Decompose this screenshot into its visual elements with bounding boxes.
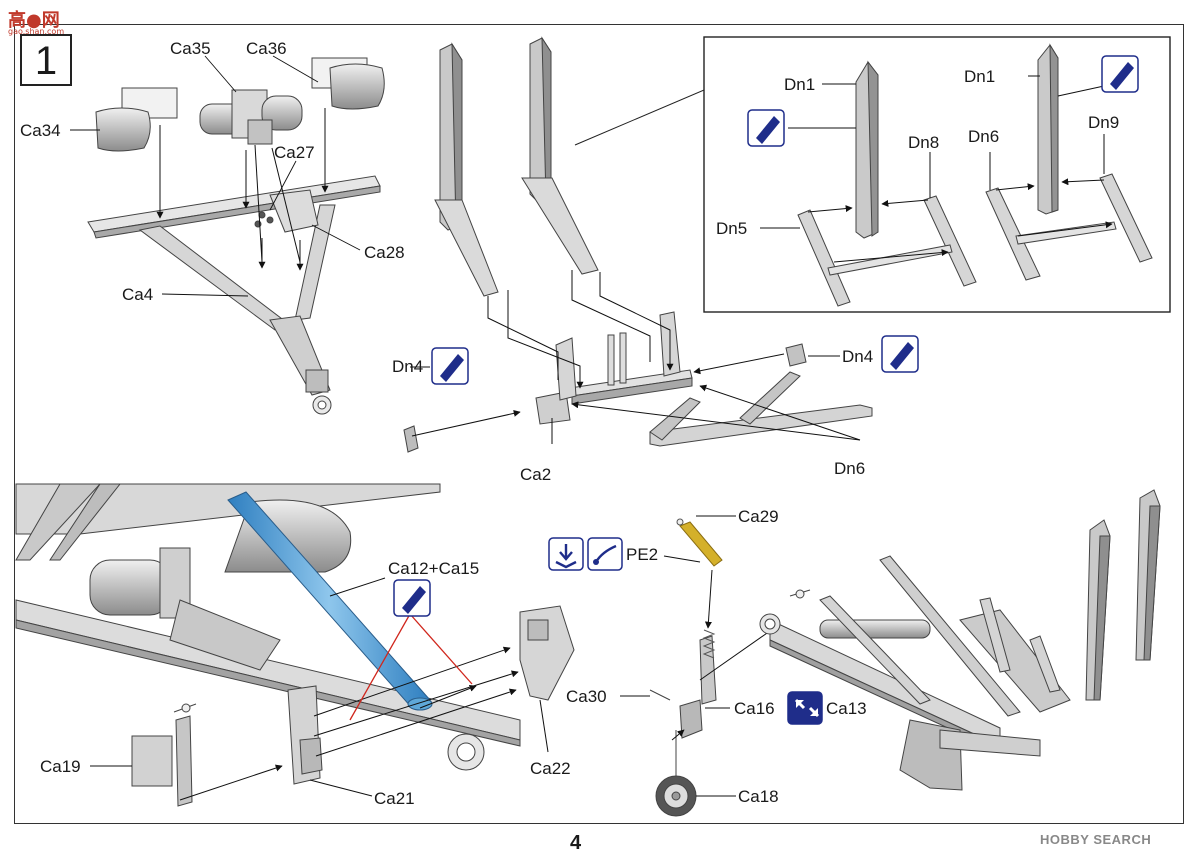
fold-down-icon [548,537,584,571]
bend-icon [587,537,623,571]
chassis-closeup [15,483,521,771]
label-ca29: Ca29 [738,507,779,526]
label-pe2: PE2 [626,545,658,564]
fork-arm-left [434,42,499,297]
bracket-ca22 [519,605,575,701]
bottom-left-guides [90,577,549,801]
label-ca27: Ca27 [274,143,315,162]
bracket-dn4-right [785,343,807,367]
watermark-subtext: gao.shan.com [8,27,65,36]
label-dn5: Dn5 [716,219,747,238]
label-ca18: Ca18 [738,787,779,806]
bracket-ca21 [287,685,323,785]
label-ca12-ca15: Ca12+Ca15 [388,559,479,578]
label-dn9: Dn9 [1088,113,1119,132]
watermark-logo: 高●网 [8,10,60,31]
top-middle-guides [410,270,861,444]
top-left-guides [156,108,329,271]
landing-leg [649,629,717,817]
page-frame [14,24,1184,824]
glue-callout-lines [349,613,473,721]
label-ca19: Ca19 [40,757,81,776]
glue-icon [431,347,469,385]
inset-detail-right [985,43,1153,281]
glue-icon [747,109,785,147]
fork-arm-right [521,36,599,275]
label-ca34: Ca34 [20,121,61,140]
label-ca35: Ca35 [170,39,211,58]
handwheel-ca19 [131,703,197,807]
glue-icon [1101,55,1139,93]
rotate-icon [787,691,823,725]
photo-etch-pe2 [676,518,723,567]
fender-left [95,87,178,152]
fender-right [311,57,385,110]
glue-icon [881,335,919,373]
inset-pointer [574,89,705,232]
label-dn4-left: Dn4 [392,357,423,376]
label-dn4-right: Dn4 [842,347,873,366]
page-number: 4 [570,832,582,854]
bracket-dn4-left [403,425,419,453]
label-dn1-right: Dn1 [964,67,995,86]
label-ca30: Ca30 [566,687,607,706]
label-ca22: Ca22 [530,759,571,778]
label-ca16: Ca16 [734,699,775,718]
hobby-search-logo: HOBBY SEARCH [1040,832,1152,847]
label-ca36: Ca36 [246,39,287,58]
label-dn6-inset: Dn6 [968,127,999,146]
label-dn8: Dn8 [908,133,939,152]
label-ca13: Ca13 [826,699,867,718]
fork-rack-dn6 [649,371,873,447]
label-dn6: Dn6 [834,459,865,478]
label-dn1-left: Dn1 [784,75,815,94]
inset-guides [760,75,1113,263]
label-ca28: Ca28 [364,243,405,262]
top-left-leaders [70,55,361,297]
completed-assembly [759,489,1161,791]
detail-inset-frame [703,36,1171,313]
inset-detail-left [797,60,977,307]
label-ca21: Ca21 [374,789,415,808]
step-number: 1 [20,34,72,86]
compressor-unit [199,89,303,145]
label-ca4: Ca4 [122,285,153,304]
part-labels: Ca35 Ca36 Ca34 Ca27 Ca28 Ca4 Dn1 Dn1 Dn8… [20,39,1119,808]
glue-icon [393,579,431,617]
label-ca2: Ca2 [520,465,551,484]
